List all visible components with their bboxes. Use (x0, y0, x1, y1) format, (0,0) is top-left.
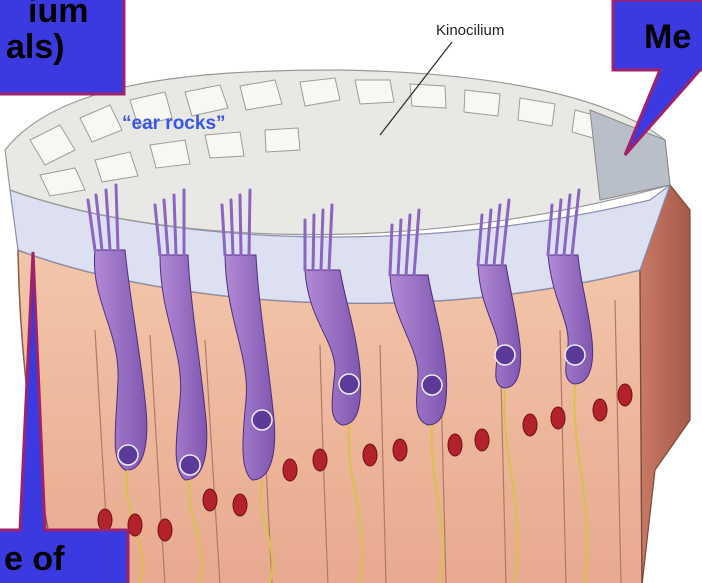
callout-top-left-line2: als) (6, 28, 65, 66)
kinocilium-label: Kinocilium (436, 22, 504, 39)
callout-top-right-text: Me (644, 18, 691, 56)
callout-bottom-left-text: e of (4, 540, 64, 578)
ear-rocks-label: “ear rocks” (122, 113, 226, 135)
callout-top-left-line1: ium (28, 0, 88, 30)
